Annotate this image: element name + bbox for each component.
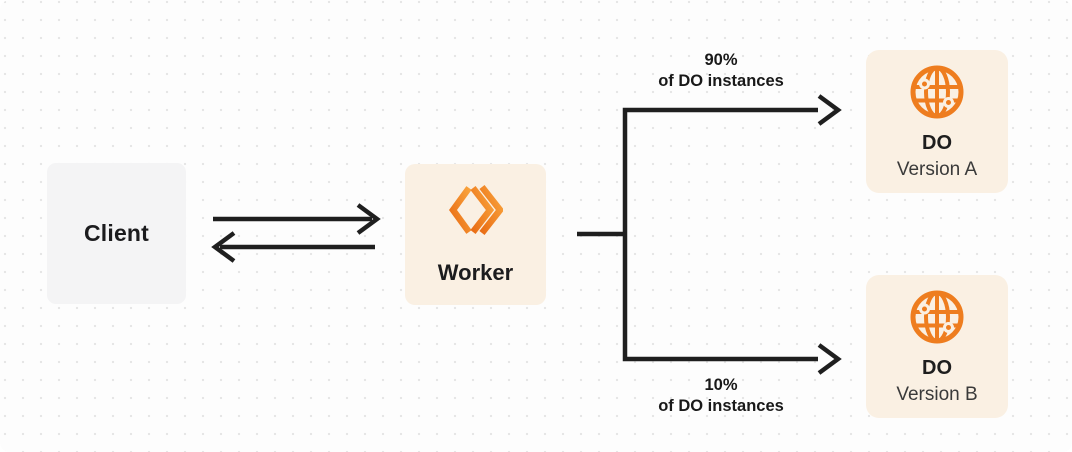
worker-label: Worker xyxy=(437,259,514,285)
branch-label-10: 10% of DO instances xyxy=(571,375,871,417)
branch-label-10-text: of DO instances xyxy=(658,397,784,415)
branch-connector xyxy=(577,94,842,375)
globe-icon xyxy=(910,65,964,119)
branch-label-90: 90% of DO instances xyxy=(571,50,871,92)
do-version-a-node: DO Version A xyxy=(866,50,1008,193)
globe-icon xyxy=(910,290,964,344)
do-a-title: DO xyxy=(922,132,952,154)
do-version-b-node: DO Version B xyxy=(866,275,1008,418)
branch-label-10-pct: 10% xyxy=(704,376,738,394)
worker-to-client-arrow xyxy=(211,231,375,263)
client-to-worker-arrow xyxy=(213,203,381,235)
branch-label-90-text: of DO instances xyxy=(658,72,784,90)
client-label: Client xyxy=(83,220,150,246)
branch-label-90-pct: 90% xyxy=(704,51,738,69)
workers-chevron-icon xyxy=(448,184,503,235)
do-b-subtitle: Version B xyxy=(896,384,978,405)
do-b-title: DO xyxy=(922,357,952,379)
worker-node: Worker xyxy=(405,164,546,305)
client-node: Client xyxy=(47,163,186,304)
do-a-subtitle: Version A xyxy=(896,159,978,180)
